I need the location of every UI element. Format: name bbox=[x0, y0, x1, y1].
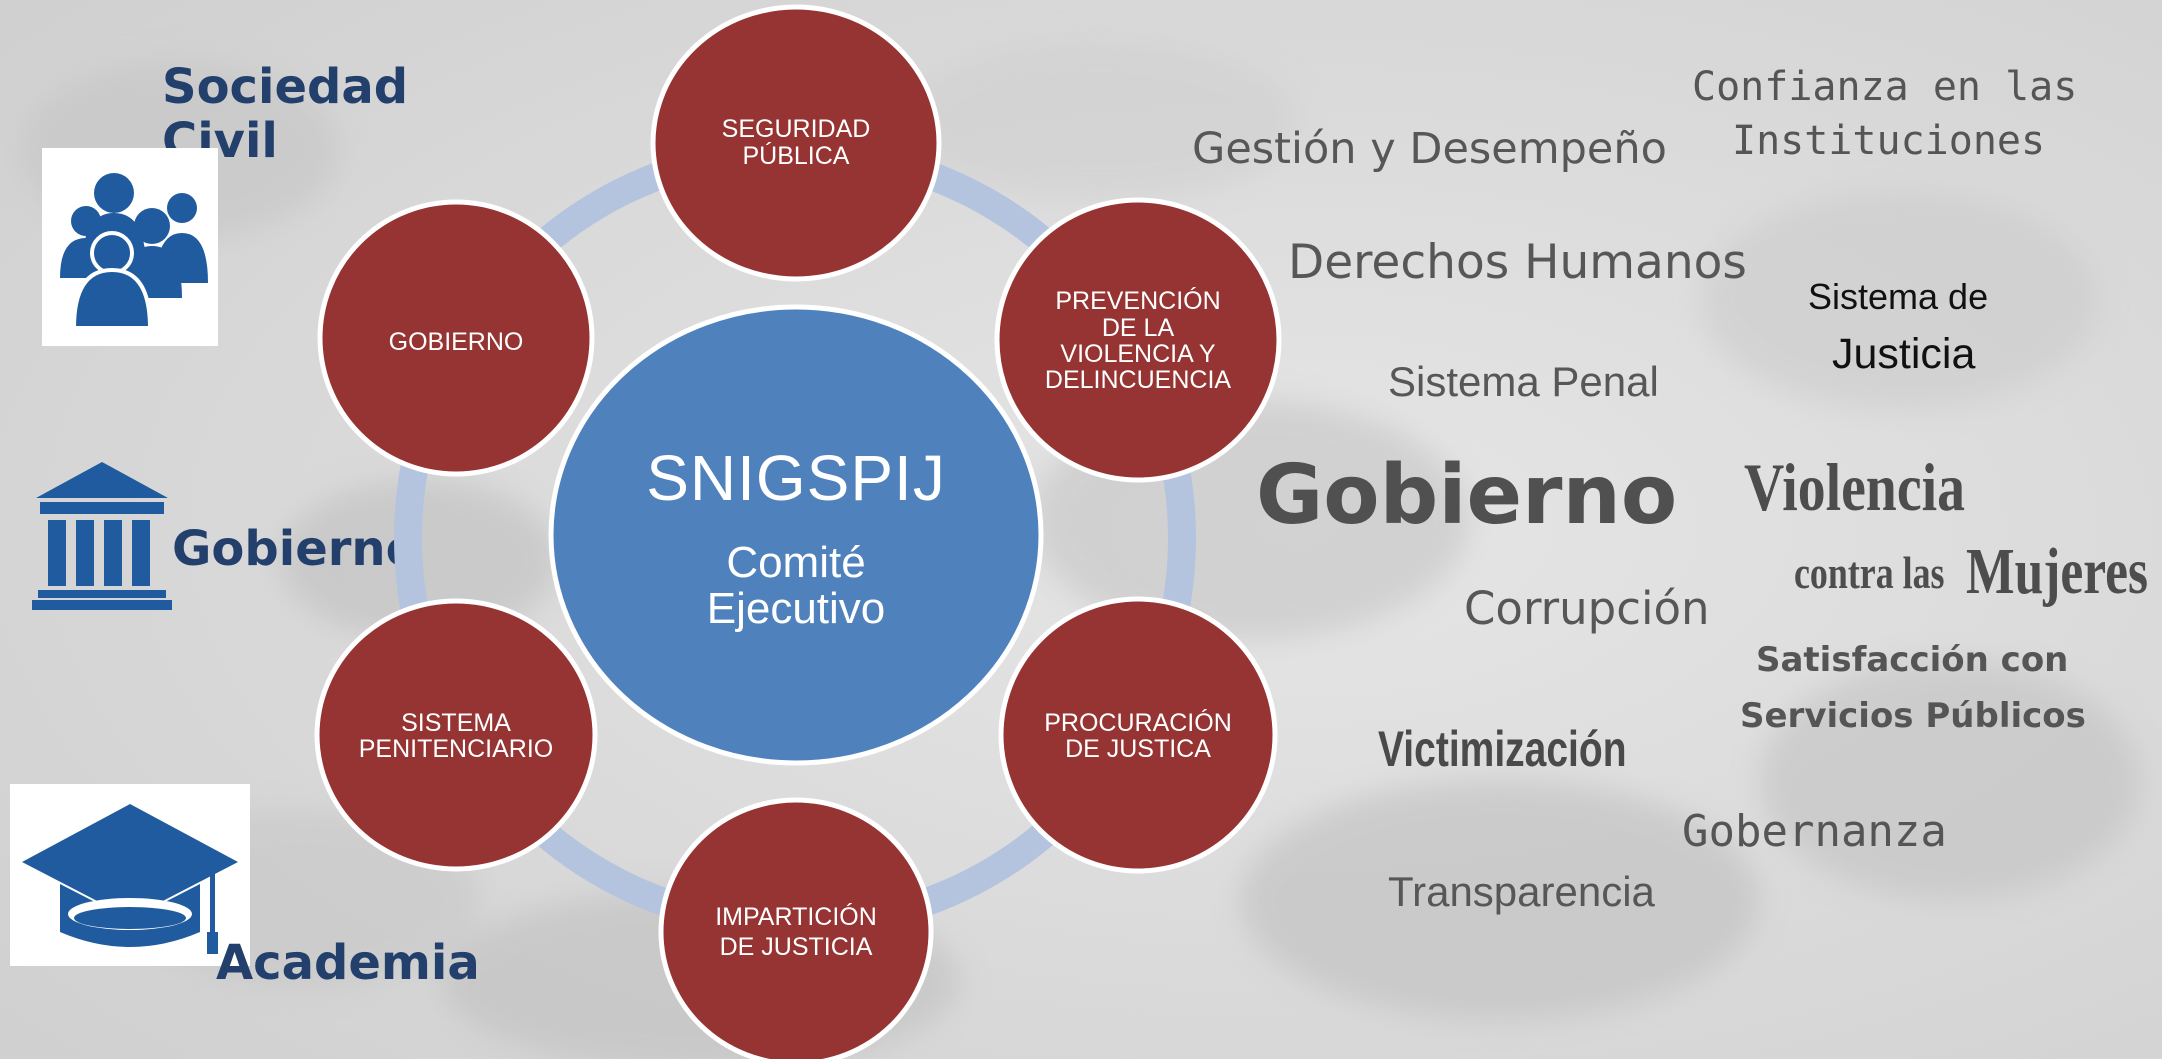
word-corrupcion: Corrupción bbox=[1464, 582, 1710, 635]
node-seguridad-line1: SEGURIDAD bbox=[722, 115, 871, 143]
word-sistema-penal: Sistema Penal bbox=[1388, 358, 1659, 405]
node-sistema-penitenciario: SISTEMA PENITENCIARIO bbox=[314, 598, 598, 872]
government-building-icon bbox=[32, 462, 172, 610]
node-prevencion-line2: DE LA bbox=[1102, 314, 1175, 342]
center-circle bbox=[548, 304, 1044, 766]
center-subtitle-line1: Comité bbox=[726, 538, 865, 587]
node-procuracion-justicia: PROCURACIÓN DE JUSTICA bbox=[998, 596, 1278, 874]
center-title: SNIGSPIJ bbox=[646, 442, 946, 514]
word-gobernanza: Gobernanza bbox=[1682, 806, 1947, 857]
node-seguridad-line2: PÚBLICA bbox=[743, 141, 850, 170]
word-contra-las: contra las bbox=[1794, 547, 1945, 598]
word-gestion-desempeno: Gestión y Desempeño bbox=[1192, 124, 1667, 174]
node-prevencion-line3: VIOLENCIA Y bbox=[1060, 340, 1215, 368]
word-derechos-humanos: Derechos Humanos bbox=[1288, 235, 1747, 290]
word-confianza-line2: Instituciones bbox=[1732, 118, 2046, 164]
word-satisfaccion-line1: Satisfacción con bbox=[1756, 640, 2069, 680]
government-label: Gobierno bbox=[172, 521, 419, 577]
word-satisfaccion-line2: Servicios Públicos bbox=[1740, 696, 2086, 736]
node-penitenciario-line2: PENITENCIARIO bbox=[359, 735, 553, 763]
word-transparencia: Transparencia bbox=[1388, 868, 1655, 915]
word-gobierno: Gobierno bbox=[1256, 448, 1678, 543]
word-mujeres: Mujeres bbox=[1966, 535, 2149, 608]
node-imparticion-line2: DE JUSTICIA bbox=[720, 933, 873, 961]
node-procuracion-line1: PROCURACIÓN bbox=[1044, 708, 1232, 737]
academia-label: Academia bbox=[216, 935, 480, 991]
node-imparticion-line1: IMPARTICIÓN bbox=[715, 902, 877, 931]
node-prevencion-line1: PREVENCIÓN bbox=[1055, 286, 1220, 315]
word-violencia: Violencia bbox=[1744, 449, 1965, 525]
people-group-icon bbox=[42, 148, 218, 346]
node-penitenciario-line1: SISTEMA bbox=[401, 709, 511, 737]
word-confianza-line1: Confianza en las bbox=[1692, 64, 2078, 110]
node-prevencion-line4: DELINCUENCIA bbox=[1045, 366, 1231, 394]
node-gobierno-line1: GOBIERNO bbox=[389, 328, 524, 356]
node-imparticion-justicia: IMPARTICIÓN DE JUSTICIA bbox=[658, 797, 934, 1059]
word-sistema-justicia-line2: Justicia bbox=[1832, 330, 1976, 378]
node-gobierno: GOBIERNO bbox=[317, 199, 595, 477]
word-victimizacion: Victimización bbox=[1378, 721, 1627, 777]
node-procuracion-line2: DE JUSTICA bbox=[1065, 735, 1211, 763]
graduation-cap-icon bbox=[10, 784, 250, 966]
node-seguridad-publica: SEGURIDAD PÚBLICA bbox=[650, 4, 942, 282]
node-prevencion-violencia: PREVENCIÓN DE LA VIOLENCIA Y DELINCUENCI… bbox=[994, 197, 1282, 483]
word-sistema-justicia-line1: Sistema de bbox=[1808, 276, 1989, 317]
center-subtitle-line2: Ejecutivo bbox=[707, 584, 886, 633]
